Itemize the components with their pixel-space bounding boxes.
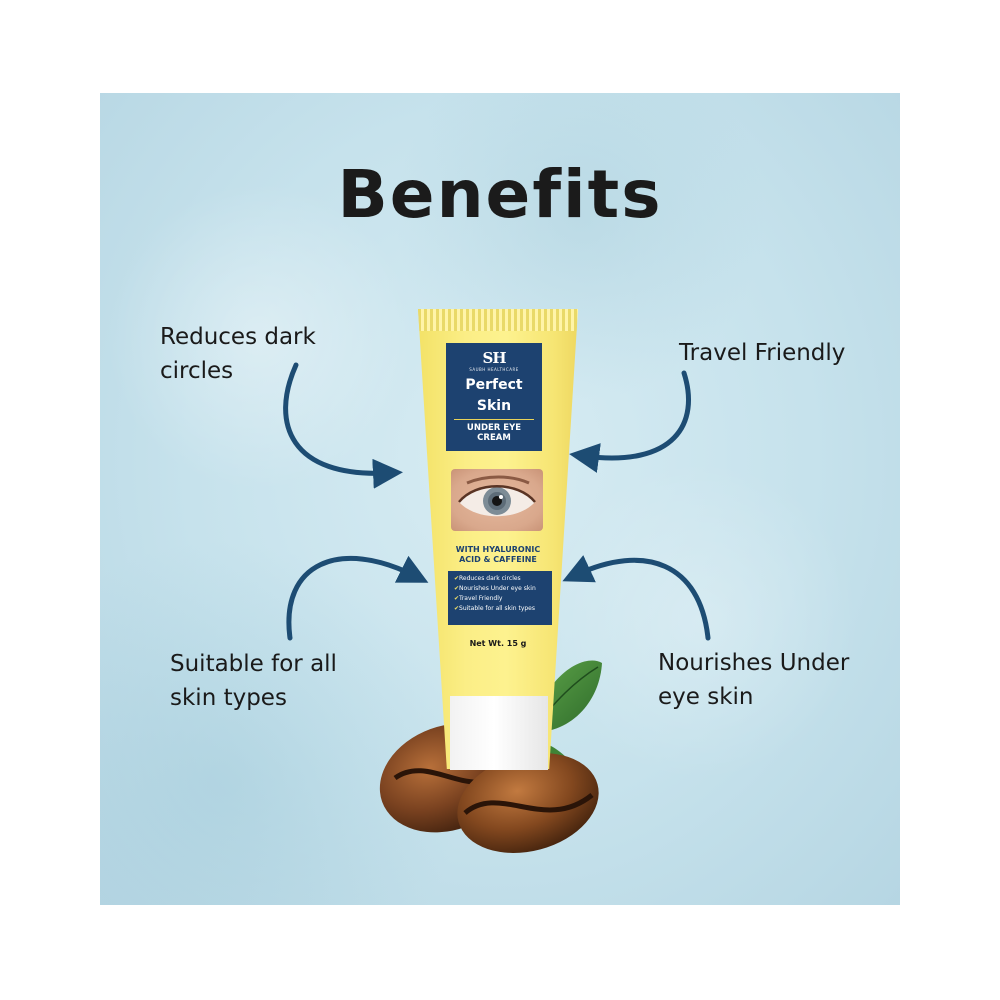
product-name-line: Skin <box>476 398 512 414</box>
curved-arrow-icon <box>569 370 691 473</box>
cream-tube: SH SAUBH HEALTHCARE Perfect Skin UNDER E… <box>418 309 578 769</box>
curved-arrow-icon <box>283 362 403 489</box>
feature-line: WITH HYALURONIC <box>455 545 541 554</box>
arrows-layer <box>283 362 711 641</box>
benefit-nourishes-under-eye: Nourishes Under eye skin <box>658 646 878 714</box>
checklist-item: Suitable for all skin types <box>454 604 552 614</box>
benefit-checklist: Reduces dark circles Nourishes Under eye… <box>448 571 552 625</box>
benefit-text-line: Suitable for all <box>170 651 337 677</box>
coffee-bean <box>457 753 599 853</box>
feature-line: ACID & CAFFEINE <box>459 555 537 564</box>
eye-image <box>451 469 543 531</box>
curved-arrow-icon <box>562 555 711 641</box>
benefit-text-line: circles <box>160 358 234 384</box>
feature-text: WITH HYALURONIC ACID & CAFFEINE <box>438 545 558 565</box>
checklist-item: Reduces dark circles <box>454 574 552 584</box>
product-label: SH SAUBH HEALTHCARE Perfect Skin UNDER E… <box>446 343 542 451</box>
brand-logo: SH <box>482 349 506 367</box>
benefit-text-line: skin types <box>170 685 287 711</box>
benefit-reduces-dark-circles: Reduces dark circles <box>160 320 360 388</box>
benefits-panel: Benefits Reduces dark circles Travel Fri… <box>100 93 900 905</box>
benefit-text-line: eye skin <box>658 684 754 710</box>
product-type-line: CREAM <box>477 433 511 443</box>
checklist-item: Travel Friendly <box>454 594 552 604</box>
checklist-item: Nourishes Under eye skin <box>454 584 552 594</box>
curved-arrow-icon <box>286 555 429 641</box>
benefit-text-line: Reduces dark <box>160 324 316 350</box>
brand-name: SAUBH HEALTHCARE <box>469 367 519 372</box>
product-type-line: UNDER EYE <box>466 423 522 433</box>
net-weight: Net Wt. 15 g <box>469 639 527 648</box>
tube-crimp <box>418 309 578 331</box>
product-name-line: Perfect <box>465 377 523 393</box>
label-divider <box>454 419 534 420</box>
benefit-text-line: Nourishes Under <box>658 650 850 676</box>
benefit-text-line: Travel Friendly <box>679 340 846 366</box>
page-title: Benefits <box>337 156 663 233</box>
tube-cap <box>450 696 548 770</box>
benefit-travel-friendly: Travel Friendly <box>679 336 879 370</box>
benefit-suitable-all-skin: Suitable for all skin types <box>170 647 370 715</box>
